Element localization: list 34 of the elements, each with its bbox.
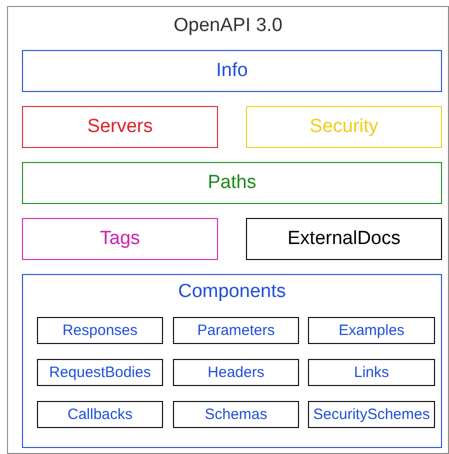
box-label: Examples	[338, 322, 404, 339]
label-box	[246, 218, 442, 260]
box-label: SecuritySchemes	[313, 406, 430, 423]
box-label: ExternalDocs	[288, 228, 400, 250]
box-label: Schemas	[204, 406, 268, 423]
label-box	[37, 401, 163, 428]
box-label: Tags	[100, 228, 140, 250]
box-label: Servers	[87, 116, 153, 138]
label-box	[173, 317, 299, 344]
box-label: Headers	[208, 364, 264, 381]
label-box	[37, 317, 163, 344]
box-label: Responses	[62, 322, 138, 339]
box-label: Links	[354, 364, 390, 381]
box-label: Parameters	[197, 322, 275, 339]
label-box	[37, 359, 163, 386]
label-box	[22, 218, 218, 260]
box-title: OpenAPI 3.0	[174, 15, 282, 37]
box-label: Security	[310, 116, 378, 138]
box-title: Components	[178, 281, 286, 303]
box-label: Callbacks	[67, 406, 133, 423]
box-label: RequestBodies	[49, 364, 151, 381]
label-box	[22, 106, 218, 148]
label-box	[308, 401, 435, 428]
label-box	[22, 162, 442, 204]
label-box	[308, 359, 435, 386]
label-box	[308, 317, 435, 344]
label-box	[173, 401, 299, 428]
label-box	[173, 359, 299, 386]
box-label: Info	[216, 60, 248, 82]
label-box	[22, 50, 442, 92]
box-label: Paths	[208, 172, 256, 194]
container-box	[22, 274, 442, 448]
container-box	[7, 6, 449, 454]
label-box	[246, 106, 442, 148]
